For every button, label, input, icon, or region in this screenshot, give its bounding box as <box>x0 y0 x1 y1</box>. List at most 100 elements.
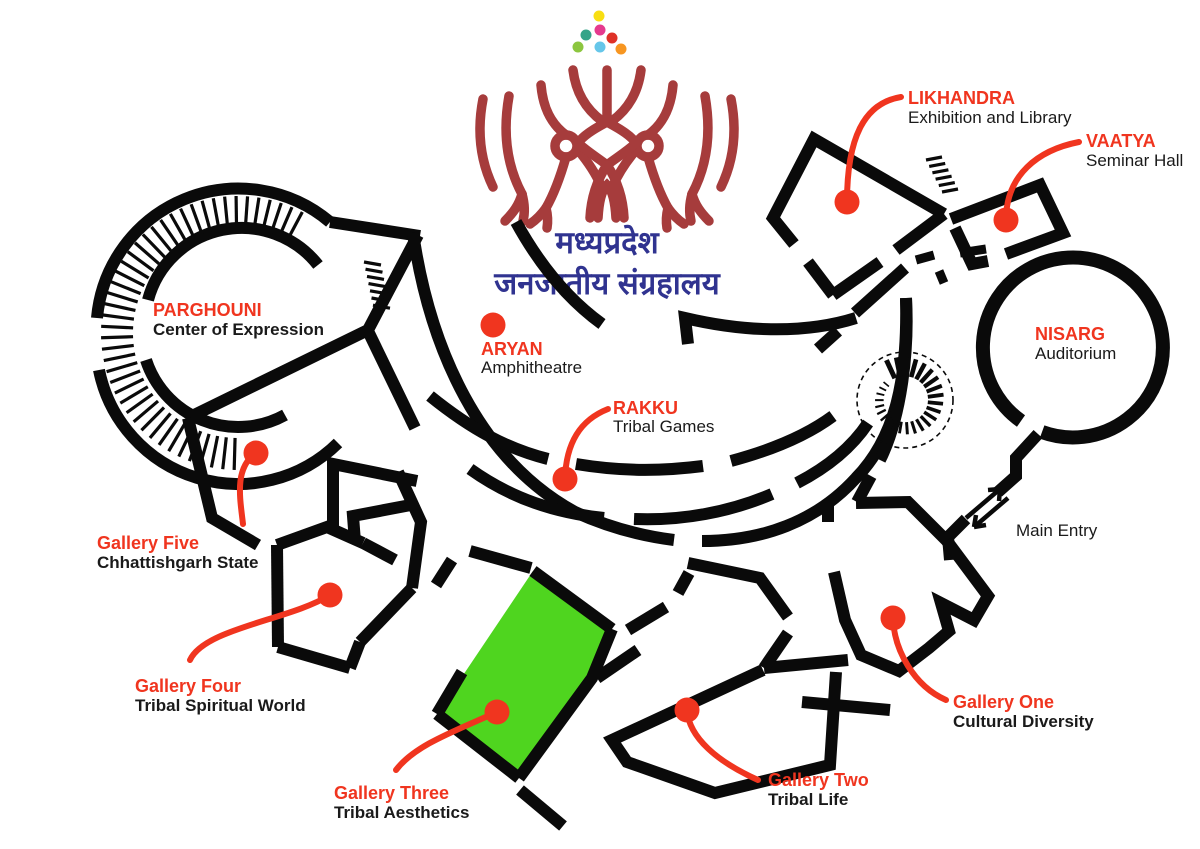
spiral-decoration <box>927 400 944 406</box>
stairs-hatch <box>941 187 959 194</box>
likhandra-corridor-wall <box>813 326 843 354</box>
amphitheatre-seating-hatch <box>179 207 196 239</box>
stairs-hatch <box>932 168 949 175</box>
amphitheatre-seating-hatch <box>106 290 139 304</box>
gallery-three-highlight <box>437 571 612 778</box>
gallery-four-wall <box>360 537 398 566</box>
label-gallery-one-name: Gallery One <box>953 692 1054 712</box>
marker-gallery-four <box>317 582 343 608</box>
crescent-inner-wall <box>510 219 606 329</box>
parghouni-inner-wall <box>140 358 288 434</box>
spiral-decoration <box>919 414 932 428</box>
leader-lines <box>187 94 1082 783</box>
label-rakku-name: RAKKU <box>613 398 678 418</box>
amphitheatre-seating-hatch <box>101 313 135 321</box>
gallery-five-inner-wall <box>346 498 418 543</box>
gallery-two-wall <box>624 601 670 636</box>
stairs-hatch <box>925 155 943 162</box>
gallery-four-wall <box>271 544 284 648</box>
amphitheatre-seating-hatch <box>150 225 173 253</box>
vaatya-jamb <box>934 269 949 285</box>
amphitheatre-seating-hatch <box>252 197 261 230</box>
amphitheatre-seating-hatch <box>198 433 211 466</box>
gallery-four-corridor-wall <box>355 583 417 647</box>
stairs-hatch <box>368 282 386 289</box>
amphitheatre-seating-hatch <box>109 369 141 385</box>
spiral-decoration <box>910 420 917 434</box>
logo-dot-teal <box>580 29 592 41</box>
gallery-three-stub <box>430 556 458 589</box>
gallery-three-wall <box>431 668 468 718</box>
amphitheatre-seating-hatch <box>159 219 180 248</box>
stairs-hatch <box>372 303 391 310</box>
likhandra-corridor-wall <box>850 263 910 318</box>
gallery-one-corridor-wall <box>763 654 849 674</box>
label-gallery-four-name: Gallery Four <box>135 676 241 696</box>
spiral-decoration <box>925 405 942 414</box>
amphitheatre-seating-hatch <box>101 335 134 340</box>
spiral-dashed-circle <box>856 351 954 449</box>
gallery-two-wall <box>672 570 695 596</box>
rakku-arc <box>466 464 605 524</box>
vaatya-jamb <box>959 244 987 258</box>
label-aryan-name: ARYAN <box>481 339 543 359</box>
amphitheatre-seating-hatch <box>132 399 160 424</box>
gallery-one-wall <box>855 495 952 546</box>
label-vaatya-name: VAATYA <box>1086 131 1156 151</box>
amphitheatre-seating-hatch <box>114 269 145 288</box>
parghouni-outer-wall <box>91 182 334 319</box>
amphitheatre-seating-hatch <box>269 202 283 234</box>
spiral-decoration <box>925 383 943 394</box>
logo-dot-red <box>606 32 618 44</box>
label-aryan-desc: Amphitheatre <box>481 358 582 377</box>
amphitheatre-seating-hatch <box>103 302 136 313</box>
spiral-decoration <box>923 410 938 422</box>
amphitheatre-seating-hatch <box>114 377 145 395</box>
amphitheatre-seating-hatch <box>125 392 154 415</box>
spiral-decoration <box>898 421 903 434</box>
label-nisarg-desc: Auditorium <box>1035 344 1116 363</box>
marker-aryan <box>480 312 506 338</box>
stairs-hatch <box>369 289 388 296</box>
nisarg-stem-wall <box>994 429 1043 497</box>
spiral-decoration <box>879 413 890 422</box>
amphitheatre-seating-hatch <box>187 430 203 462</box>
gallery-two-wall <box>686 557 793 621</box>
leader-vaatya <box>1003 139 1082 223</box>
rakku-arc <box>729 411 837 467</box>
amphitheatre-seating-hatch <box>167 422 187 452</box>
stairs-hatch <box>366 274 385 281</box>
marker-likhandra <box>834 189 860 215</box>
east-corridor-wall <box>874 297 913 463</box>
amphitheatre-seating-hatch <box>103 352 136 363</box>
amphitheatre-seating-hatch <box>126 250 155 272</box>
map-decorations <box>101 155 959 470</box>
gallery-two-corridor-wall <box>593 645 642 683</box>
label-parghouni-desc: Center of Expression <box>153 320 324 339</box>
amphitheatre-seating-hatch <box>101 343 134 351</box>
tribal-museum-logo <box>475 65 734 233</box>
spiral-decoration <box>919 368 934 385</box>
black-labels: Exhibition and Library Seminar Hall Audi… <box>97 108 1183 822</box>
gallery-one-corridor-wall <box>801 696 891 716</box>
stairs-hatch <box>363 260 382 267</box>
title-line-2: जनजातीय संग्रहालय <box>493 265 720 301</box>
gallery-five-wall <box>392 469 428 589</box>
marker-gallery-two <box>674 697 700 723</box>
amphitheatre-seating-hatch <box>106 361 138 374</box>
label-rakku-desc: Tribal Games <box>613 417 714 436</box>
nisarg-circle-wall <box>975 250 1170 445</box>
gallery-two-wall <box>603 664 842 800</box>
amphitheatre-seating-hatch <box>243 196 250 229</box>
rakku-arc <box>794 419 873 489</box>
parghouni-link-wall <box>329 216 421 242</box>
spiral-decoration <box>927 392 944 399</box>
label-parghouni-name: PARGHOUNI <box>153 300 262 320</box>
spiral-decoration <box>876 408 887 416</box>
amphitheatre-seating-hatch <box>148 412 172 439</box>
amphitheatre-seating-hatch <box>119 385 149 405</box>
likhandra-wall <box>765 130 947 248</box>
logo-dot-magenta <box>594 24 606 36</box>
spiral-decoration <box>883 381 890 388</box>
label-likhandra-name: LIKHANDRA <box>908 88 1015 108</box>
